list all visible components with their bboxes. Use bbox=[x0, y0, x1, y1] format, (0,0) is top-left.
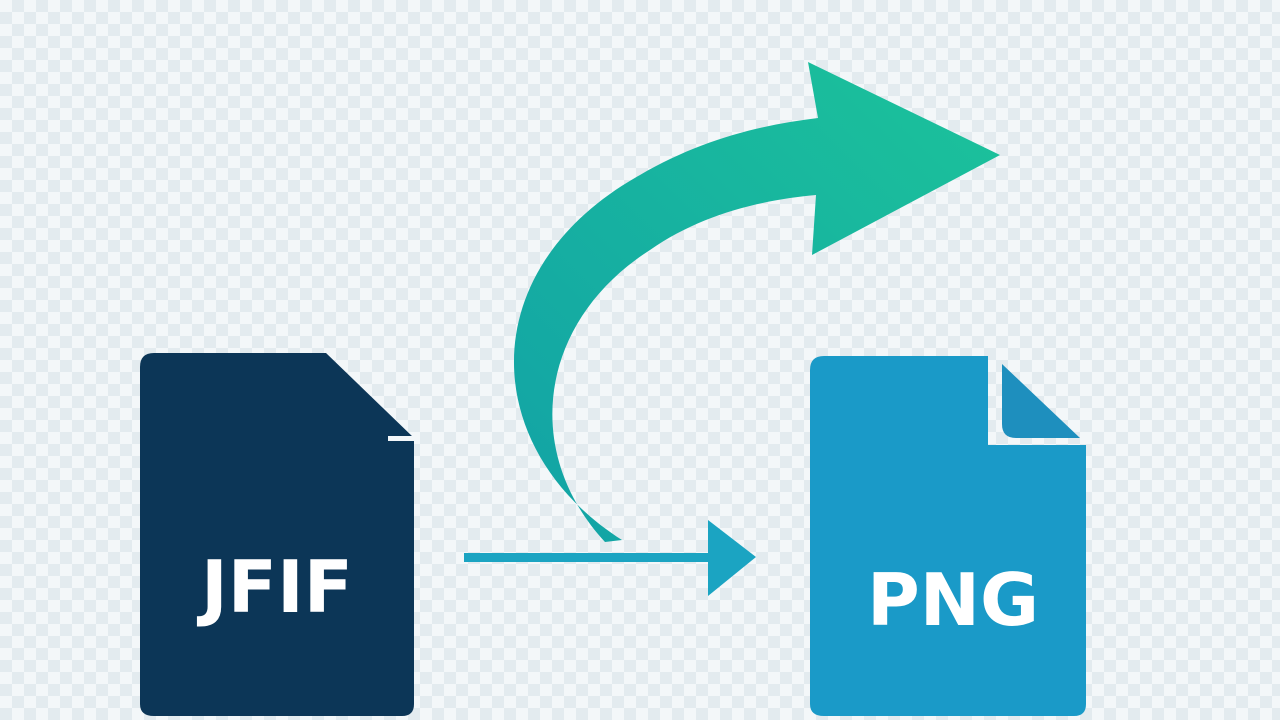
source-file-document-icon: JFIF bbox=[140, 353, 414, 716]
source-file-label: JFIF bbox=[196, 545, 353, 629]
target-file-label: PNG bbox=[867, 558, 1039, 642]
curved-arrow-icon bbox=[513, 62, 1000, 542]
arrow-right-icon bbox=[464, 520, 756, 596]
target-file-document-icon: PNG bbox=[810, 356, 1086, 716]
